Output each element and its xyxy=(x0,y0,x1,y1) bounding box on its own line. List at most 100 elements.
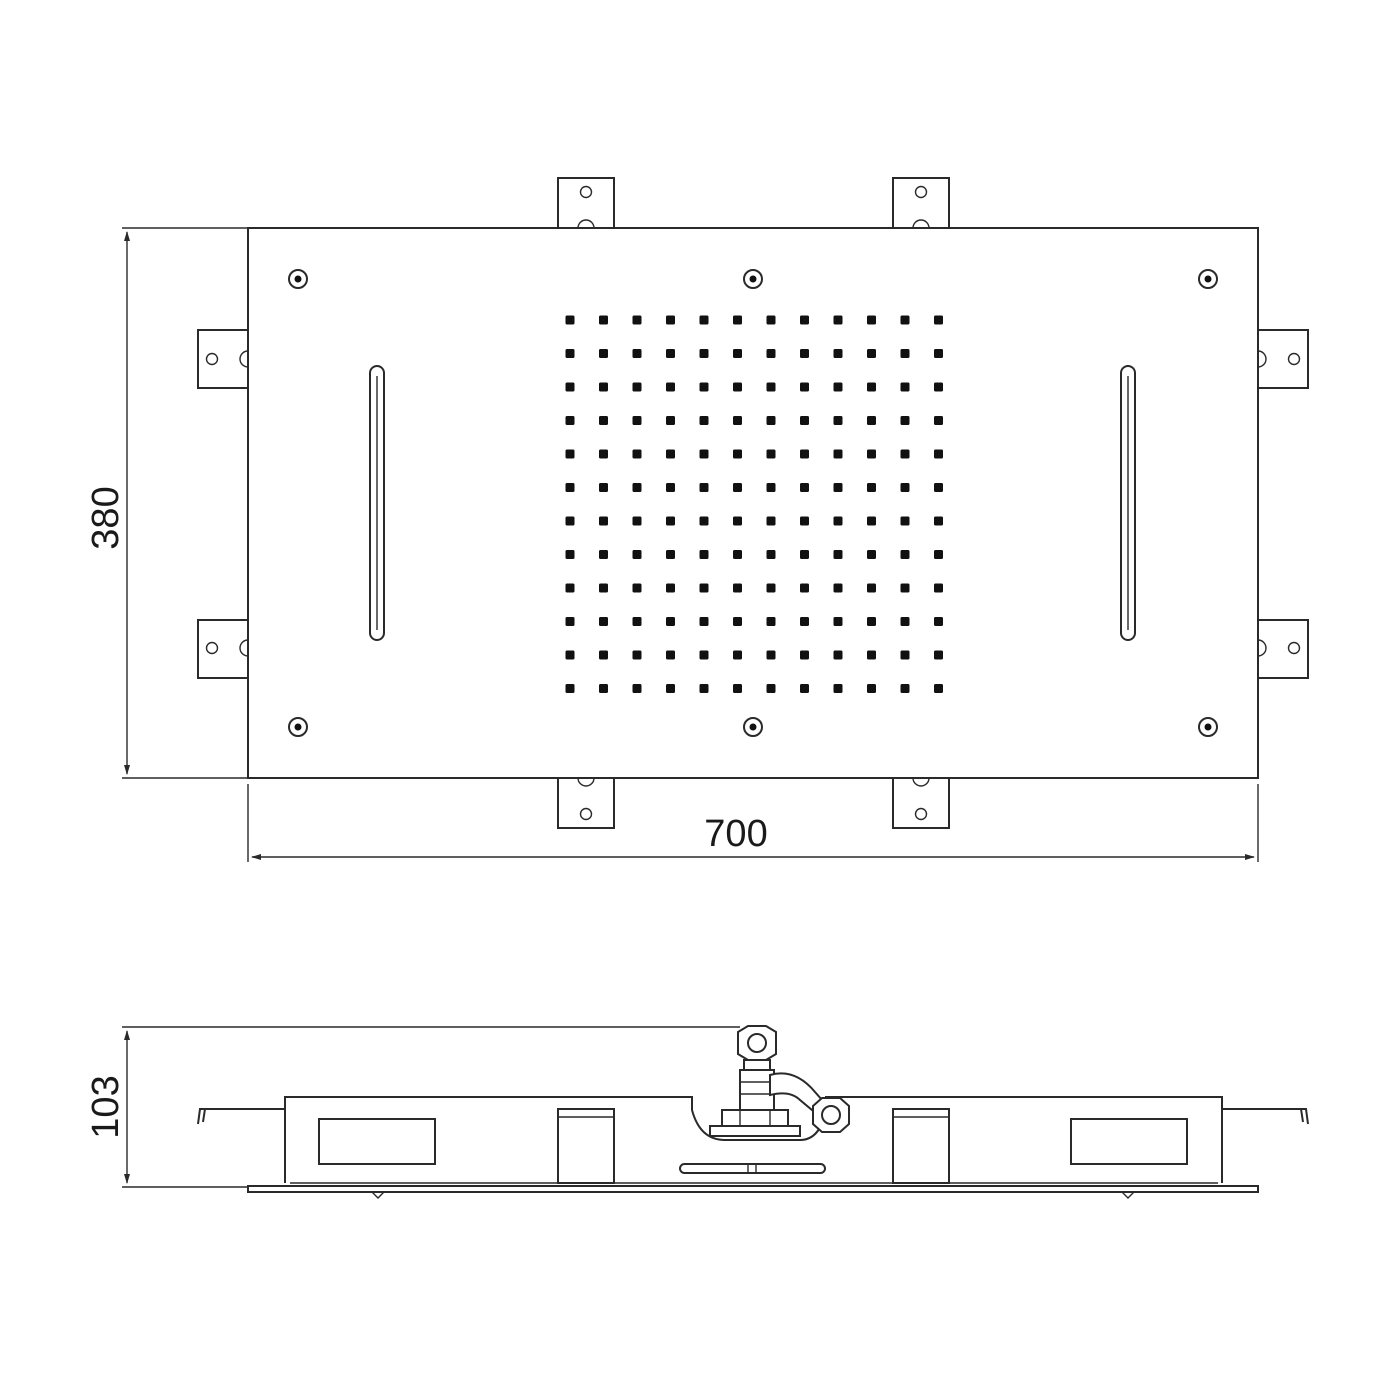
nozzle xyxy=(900,684,910,693)
nozzle xyxy=(833,416,843,425)
nozzle xyxy=(599,483,608,492)
nozzle xyxy=(934,684,943,693)
nozzle xyxy=(632,550,642,559)
nozzle xyxy=(833,684,843,693)
nozzle xyxy=(666,650,675,660)
nozzle xyxy=(934,315,943,325)
slot-lip-right xyxy=(1121,1191,1135,1199)
nozzle xyxy=(766,416,776,425)
nozzle xyxy=(699,684,709,693)
nozzle xyxy=(666,583,675,593)
nozzle xyxy=(800,315,809,325)
nozzle xyxy=(733,449,742,459)
nozzle-grid xyxy=(565,315,943,693)
nozzle xyxy=(900,483,910,492)
nozzle xyxy=(800,684,809,693)
screw-top-right xyxy=(1198,269,1218,289)
top-view xyxy=(197,177,1309,829)
nozzle xyxy=(699,650,709,660)
nozzle xyxy=(867,516,876,526)
nozzle xyxy=(599,650,608,660)
screw-top-center xyxy=(743,269,763,289)
nozzle xyxy=(934,650,943,660)
dimension-depth: 103 xyxy=(85,1026,740,1188)
bracket-top-right xyxy=(892,177,950,229)
nozzle xyxy=(900,516,910,526)
side-inlet-nut xyxy=(812,1097,850,1133)
nozzle xyxy=(666,416,675,425)
nozzle xyxy=(666,684,675,693)
nozzle xyxy=(599,684,608,693)
nozzle xyxy=(833,315,843,325)
nozzle xyxy=(733,382,742,392)
nozzle xyxy=(934,483,943,492)
nozzle xyxy=(800,617,809,626)
nozzle xyxy=(733,650,742,660)
nozzle xyxy=(934,349,943,358)
nozzle xyxy=(565,583,575,593)
nozzle xyxy=(833,349,843,358)
nozzle xyxy=(934,382,943,392)
nozzle xyxy=(800,382,809,392)
nozzle xyxy=(699,349,709,358)
nozzle xyxy=(666,483,675,492)
nozzle xyxy=(632,382,642,392)
nozzle xyxy=(565,416,575,425)
nozzle xyxy=(699,617,709,626)
nozzle xyxy=(632,684,642,693)
nozzle xyxy=(833,382,843,392)
nozzle xyxy=(833,516,843,526)
nozzle xyxy=(632,583,642,593)
nozzle xyxy=(900,315,910,325)
nozzle xyxy=(766,617,776,626)
nozzle xyxy=(867,315,876,325)
nozzle xyxy=(800,483,809,492)
nozzle xyxy=(934,449,943,459)
bracket-right-lower xyxy=(1257,619,1309,679)
nozzle xyxy=(800,416,809,425)
screw-bottom-right xyxy=(1198,717,1218,737)
nozzle xyxy=(699,315,709,325)
bracket-top-left xyxy=(557,177,615,229)
face-plate xyxy=(247,1185,1259,1193)
nozzle xyxy=(699,550,709,559)
nozzle xyxy=(766,684,776,693)
nozzle xyxy=(632,349,642,358)
nozzle xyxy=(699,449,709,459)
nozzle xyxy=(565,684,575,693)
nozzle xyxy=(699,416,709,425)
shower-panel-outline xyxy=(247,227,1259,779)
nozzle xyxy=(766,382,776,392)
nozzle xyxy=(800,650,809,660)
nozzle xyxy=(565,550,575,559)
dimension-height-label: 380 xyxy=(85,486,127,549)
nozzle xyxy=(733,349,742,358)
nozzle xyxy=(599,617,608,626)
nozzle xyxy=(565,617,575,626)
nozzle xyxy=(867,684,876,693)
nozzle xyxy=(867,349,876,358)
bracket-left-lower xyxy=(197,619,249,679)
waterfall-slot-right xyxy=(1120,365,1136,641)
nozzle xyxy=(599,516,608,526)
dimension-depth-label: 103 xyxy=(85,1075,127,1138)
nozzle xyxy=(900,416,910,425)
bracket-bottom-left xyxy=(557,777,615,829)
nozzle xyxy=(800,550,809,559)
nozzle xyxy=(632,516,642,526)
nozzle xyxy=(733,483,742,492)
nozzle xyxy=(733,550,742,559)
nozzle xyxy=(599,315,608,325)
nozzle xyxy=(800,449,809,459)
screw-bottom-left xyxy=(288,717,308,737)
nozzle xyxy=(599,349,608,358)
nozzle xyxy=(632,650,642,660)
nozzle xyxy=(666,550,675,559)
nozzle xyxy=(565,449,575,459)
waterfall-slot-left xyxy=(369,365,385,641)
nozzle xyxy=(900,382,910,392)
valve-assembly xyxy=(709,1025,850,1137)
nozzle xyxy=(733,684,742,693)
nozzle xyxy=(565,650,575,660)
